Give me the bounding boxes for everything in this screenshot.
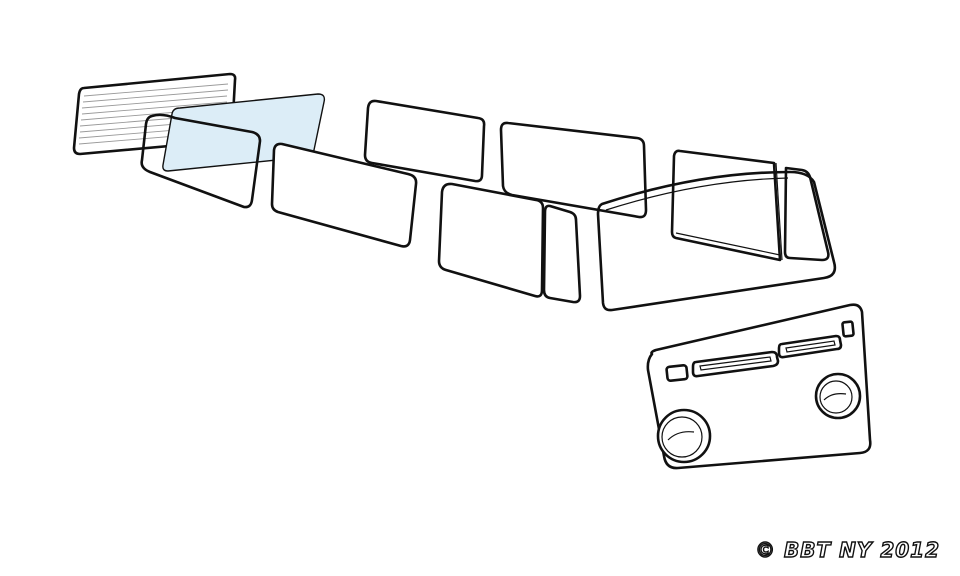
side-window-1 <box>270 142 418 248</box>
vent-window <box>542 204 582 304</box>
windshield <box>596 170 837 312</box>
copyright-credit: © BBT NY 2012 <box>754 537 940 562</box>
side-window-2 <box>363 99 486 183</box>
rear-quarter-window <box>140 113 262 209</box>
front-nose-panel <box>646 303 872 470</box>
cab-door-drop-window <box>670 149 783 262</box>
left-headlight <box>656 408 712 464</box>
cab-door-window <box>437 182 545 298</box>
right-headlight <box>814 372 862 420</box>
side-window-3 <box>499 121 648 219</box>
windshield-top-edge <box>605 177 789 211</box>
nose-vents <box>665 320 855 383</box>
cab-quarter-glass <box>783 166 830 262</box>
